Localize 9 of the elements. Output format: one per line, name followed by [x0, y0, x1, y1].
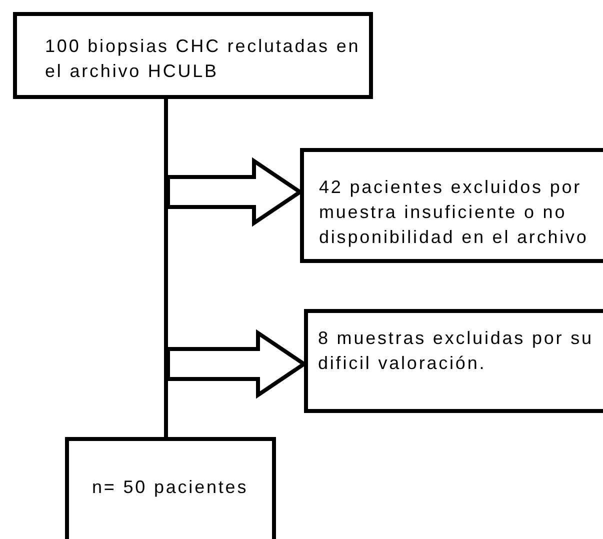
box-text: 100 biopsias CHC reclutadas en el archivo HCULB: [45, 35, 362, 83]
process-box: [13, 12, 373, 99]
box-text: 42 pacientes excluidos por muestra insuficiente o no disponibilidad en el archivo: [319, 176, 590, 249]
connector-line: [164, 99, 168, 437]
process-box: [300, 148, 603, 263]
process-box: [304, 309, 603, 413]
process-box: [65, 437, 276, 539]
box-text: 8 muestras excluidas por su dificil valoración.: [318, 327, 594, 375]
box-text: n= 50 pacientes: [92, 476, 250, 499]
